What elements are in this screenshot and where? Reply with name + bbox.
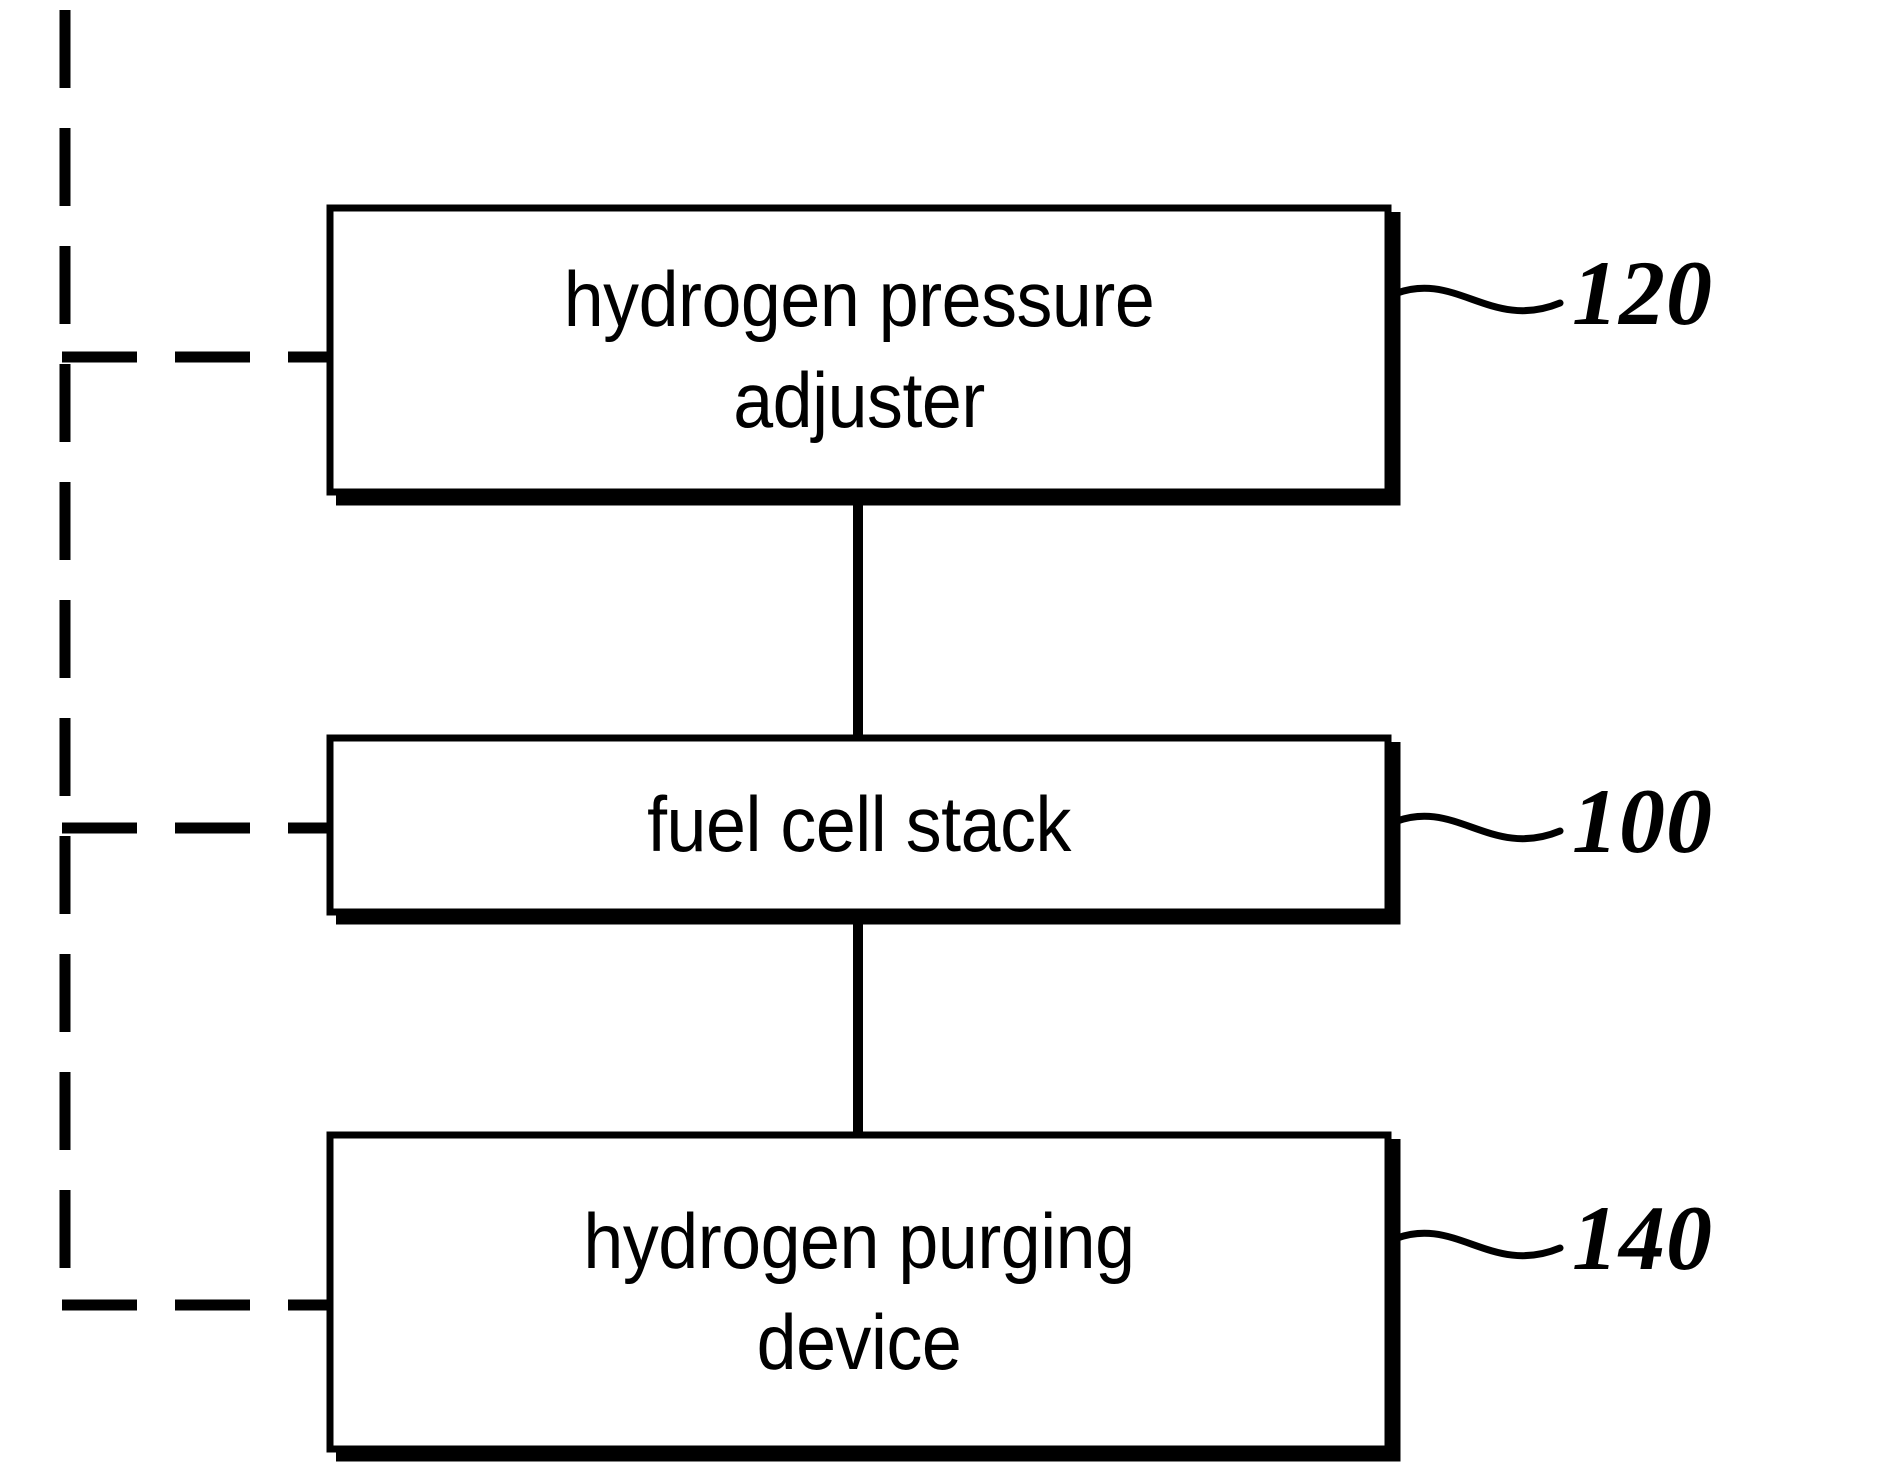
leader-line-140 [1388, 1229, 1564, 1260]
block-shadow-edge-purging [336, 1139, 1401, 1462]
reference-numeral-140: 140 [1572, 1187, 1713, 1289]
block-shadow-edge-adjuster [336, 212, 1401, 506]
block-outline-adjuster [326, 204, 1392, 496]
reference-numeral-100: 100 [1572, 770, 1713, 872]
block-outline-purging [326, 1131, 1392, 1453]
block-outline-stack [326, 734, 1392, 916]
leader-line-120 [1388, 284, 1564, 315]
block-hydrogen-pressure-adjuster[interactable] [326, 204, 1401, 506]
leader-line-100 [1388, 812, 1564, 843]
block-hydrogen-purging-device[interactable] [326, 1131, 1401, 1462]
block-shadow-edge-stack [336, 742, 1401, 925]
block-fuel-cell-stack[interactable] [326, 734, 1401, 925]
reference-numeral-120: 120 [1572, 242, 1713, 344]
